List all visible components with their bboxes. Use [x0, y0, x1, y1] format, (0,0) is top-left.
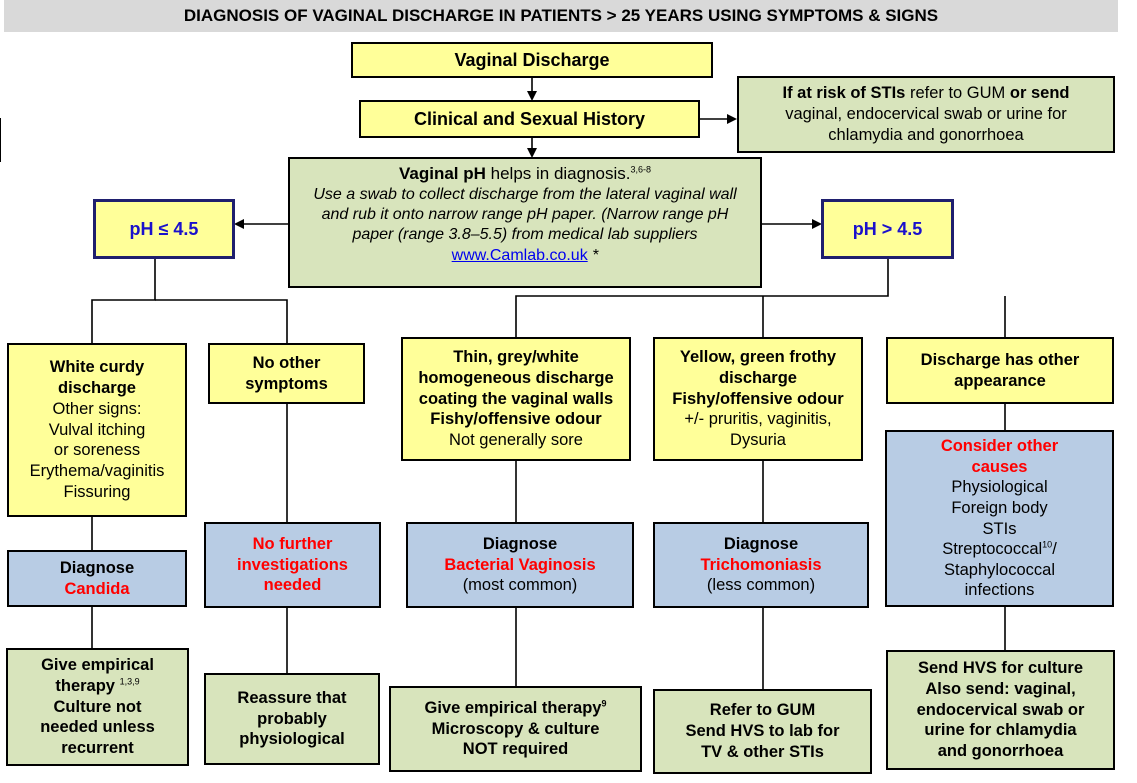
vaginal-ph-box: Vaginal pH helps in diagnosis.3,6-8 Use … [288, 157, 762, 288]
bv-label: Bacterial Vaginosis [444, 555, 596, 574]
page-title: DIAGNOSIS OF VAGINAL DISCHARGE IN PATIEN… [4, 0, 1118, 32]
vaginal-discharge-label: Vaginal Discharge [454, 49, 610, 70]
ph-high-label: pH > 4.5 [852, 218, 923, 239]
no-further-investigations-box: No further investigations needed [204, 522, 381, 608]
vaginal-discharge-box: Vaginal Discharge [351, 42, 713, 78]
diagnose-candida-box: Diagnose Candida [7, 550, 187, 607]
other-appearance-box: Discharge has other appearance [886, 337, 1114, 404]
edge-mark [0, 118, 1, 162]
connector-low-split-right [155, 299, 288, 343]
no-other-symptoms-box: No other symptoms [208, 343, 365, 404]
ph-high-box: pH > 4.5 [821, 199, 954, 259]
sti-risk-box: If at risk of STIs refer to GUM or send … [737, 76, 1115, 153]
consider-other-causes-box: Consider other causes Physiological Fore… [885, 430, 1114, 607]
clinical-history-box: Clinical and Sexual History [359, 100, 700, 138]
diagnose-trich-box: Diagnose Trichomoniasis (less common) [653, 522, 869, 608]
vaginal-ph-heading: Vaginal pH helps in diagnosis.3,6-8 [398, 164, 652, 183]
empirical-therapy-candida-box: Give empirical therapy 1,3,9 Culture not… [6, 648, 189, 766]
candida-label: Candida [64, 579, 130, 598]
diagnose-bv-box: Diagnose Bacterial Vaginosis (most commo… [406, 522, 634, 608]
vaginal-ph-instructions: Use a swab to collect discharge from the… [313, 185, 737, 264]
clinical-history-label: Clinical and Sexual History [413, 108, 646, 129]
reassure-box: Reassure that probably physiological [204, 673, 380, 765]
trich-label: Trichomoniasis [700, 555, 822, 574]
ph-low-box: pH ≤ 4.5 [93, 199, 235, 259]
camlab-link[interactable]: www.Camlab.co.uk [451, 246, 588, 264]
sti-risk-line1: If at risk of STIs refer to GUM or send [782, 84, 1070, 103]
connector-high-split [515, 259, 889, 337]
yellow-frothy-box: Yellow, green frothy discharge Fishy/off… [653, 337, 863, 461]
white-curdy-box: White curdy discharge Other signs: Vulva… [7, 343, 187, 517]
empirical-therapy-bv-box: Give empirical therapy9 Microscopy & cul… [389, 686, 642, 772]
ph-low-label: pH ≤ 4.5 [129, 218, 199, 239]
send-hvs-box: Send HVS for culture Also send: vaginal,… [886, 650, 1115, 770]
thin-grey-box: Thin, grey/white homogeneous discharge c… [401, 337, 631, 461]
connector-low-split [91, 259, 156, 343]
refer-gum-box: Refer to GUM Send HVS to lab for TV & ot… [653, 689, 872, 774]
sti-risk-text: vaginal, endocervical swab or urine for … [785, 105, 1067, 144]
